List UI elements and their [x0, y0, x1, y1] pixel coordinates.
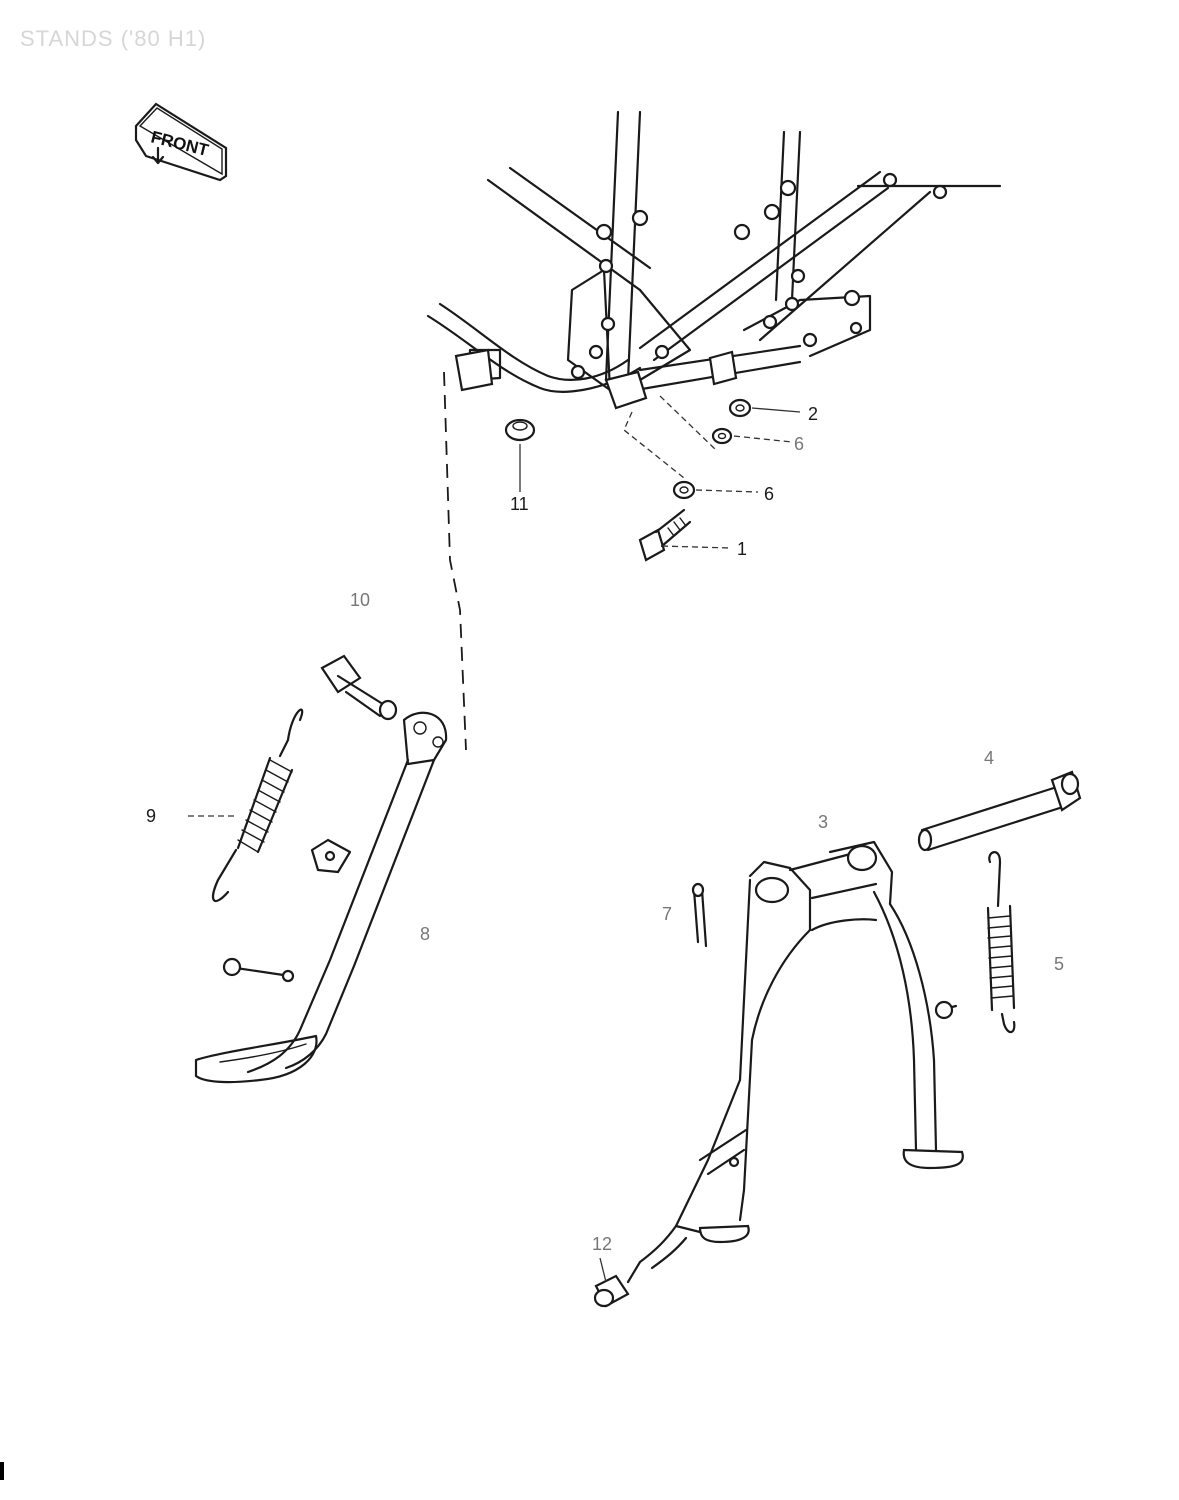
shaft-part-4	[917, 770, 1082, 852]
side-stand-bolt-part-10	[320, 654, 398, 721]
main-stand-part-3	[626, 840, 964, 1284]
callout-12: 12	[592, 1234, 612, 1254]
washer-part-6-lower	[672, 480, 696, 500]
callout-labels: 1 2 3 4 5 6 6 7 8 9 10 11 12	[146, 404, 1064, 1254]
spring-part-9	[211, 708, 304, 903]
assembly-line-bolt	[623, 411, 685, 479]
rubber-part-12	[593, 1274, 630, 1308]
front-badge: FRONT	[134, 102, 228, 182]
frame-assembly	[426, 110, 1002, 410]
spring-part-5	[986, 851, 1016, 1034]
front-direction-arrow-icon	[151, 146, 165, 165]
callout-10: 10	[350, 590, 370, 610]
callout-3: 3	[818, 812, 828, 832]
margin-mark	[0, 1462, 4, 1480]
nut-part-2	[728, 398, 752, 418]
callout-7: 7	[662, 904, 672, 924]
callout-4: 4	[984, 748, 994, 768]
cotter-pin-part-7	[691, 882, 708, 948]
callout-5: 5	[1054, 954, 1064, 974]
washer-part-6-upper	[711, 427, 733, 445]
bolt-part-1	[638, 508, 692, 562]
page-title: STANDS ('80 H1)	[20, 26, 207, 51]
side-stand-part-8	[194, 711, 448, 1084]
callout-11: 11	[510, 494, 529, 514]
callout-2: 2	[808, 404, 818, 424]
stopper-part-11	[504, 418, 536, 442]
callout-6-upper: 6	[794, 434, 804, 454]
leader-lines	[188, 407, 801, 1283]
callout-8: 8	[420, 924, 430, 944]
callout-9: 9	[146, 806, 156, 826]
callout-6-lower: 6	[764, 484, 774, 504]
callout-1: 1	[737, 539, 747, 559]
assembly-line-side-stand	[443, 371, 467, 751]
